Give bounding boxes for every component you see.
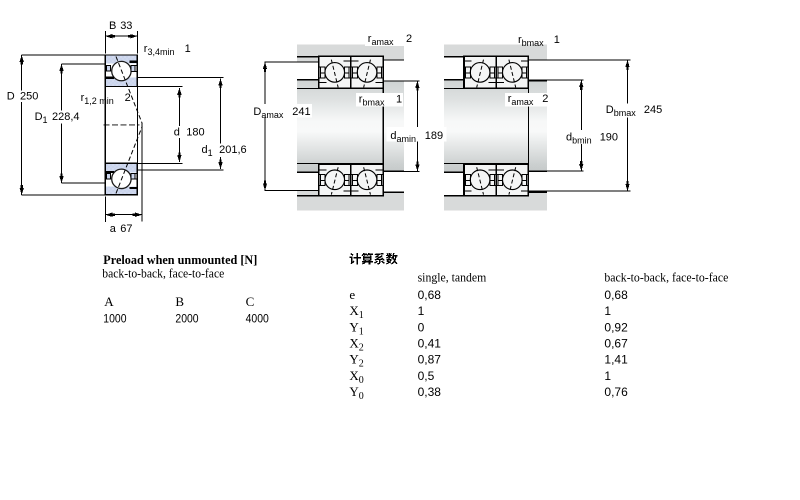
svg-text:1: 1 bbox=[604, 304, 611, 318]
svg-text:0,87: 0,87 bbox=[418, 353, 442, 367]
svg-text:2000: 2000 bbox=[175, 311, 198, 325]
svg-text:0,76: 0,76 bbox=[604, 385, 628, 399]
svg-text:189: 189 bbox=[425, 130, 443, 142]
svg-text:back-to-back, face-to-face: back-to-back, face-to-face bbox=[102, 266, 224, 281]
svg-text:D: D bbox=[7, 90, 15, 102]
svg-text:single, tandem: single, tandem bbox=[418, 270, 487, 285]
svg-text:0,38: 0,38 bbox=[418, 385, 442, 399]
svg-text:B: B bbox=[109, 20, 116, 32]
svg-text:dbmin: dbmin bbox=[566, 132, 592, 146]
svg-text:0,92: 0,92 bbox=[604, 320, 628, 334]
svg-text:r1,2 min: r1,2 min bbox=[81, 92, 114, 106]
svg-text:ramax: ramax bbox=[368, 33, 394, 47]
svg-text:C: C bbox=[246, 294, 255, 309]
svg-text:0,5: 0,5 bbox=[418, 369, 435, 383]
svg-text:1: 1 bbox=[604, 369, 611, 383]
svg-text:33: 33 bbox=[120, 20, 132, 32]
svg-text:2: 2 bbox=[542, 93, 548, 105]
svg-text:0: 0 bbox=[418, 320, 425, 334]
svg-text:A: A bbox=[104, 294, 114, 309]
svg-text:245: 245 bbox=[644, 104, 662, 116]
svg-text:1000: 1000 bbox=[103, 311, 126, 325]
svg-text:4000: 4000 bbox=[246, 311, 269, 325]
svg-text:damin: damin bbox=[390, 130, 416, 144]
svg-text:1,41: 1,41 bbox=[604, 353, 628, 367]
svg-text:back-to-back, face-to-face: back-to-back, face-to-face bbox=[604, 270, 728, 285]
svg-text:180: 180 bbox=[186, 127, 204, 139]
svg-text:a: a bbox=[110, 223, 117, 235]
svg-text:d: d bbox=[174, 127, 180, 139]
svg-text:1: 1 bbox=[554, 34, 560, 46]
svg-text:0,68: 0,68 bbox=[418, 288, 442, 302]
svg-text:228,4: 228,4 bbox=[52, 111, 80, 123]
svg-text:Dbmax: Dbmax bbox=[606, 104, 636, 118]
svg-text:250: 250 bbox=[20, 90, 38, 102]
svg-text:Damax: Damax bbox=[253, 106, 283, 120]
svg-text:67: 67 bbox=[120, 223, 132, 235]
svg-text:241: 241 bbox=[292, 106, 310, 118]
svg-text:1: 1 bbox=[396, 94, 402, 106]
svg-text:2: 2 bbox=[406, 33, 412, 45]
svg-text:r3,4min: r3,4min bbox=[144, 43, 175, 57]
svg-text:rbmax: rbmax bbox=[359, 94, 385, 108]
svg-text:B: B bbox=[175, 294, 184, 309]
svg-text:201,6: 201,6 bbox=[219, 144, 247, 156]
svg-text:D1: D1 bbox=[35, 111, 48, 125]
svg-text:d1: d1 bbox=[202, 144, 213, 158]
svg-text:0,68: 0,68 bbox=[604, 288, 628, 302]
svg-text:1: 1 bbox=[185, 43, 191, 55]
svg-text:0,41: 0,41 bbox=[418, 336, 442, 350]
svg-text:2: 2 bbox=[125, 92, 131, 104]
svg-text:190: 190 bbox=[600, 132, 618, 144]
svg-text:Preload when unmounted [N]: Preload when unmounted [N] bbox=[103, 252, 257, 267]
svg-text:0,67: 0,67 bbox=[604, 336, 628, 350]
svg-text:e: e bbox=[349, 287, 355, 302]
svg-text:ramax: ramax bbox=[508, 93, 534, 107]
svg-text:rbmax: rbmax bbox=[518, 34, 544, 48]
svg-text:1: 1 bbox=[418, 304, 425, 318]
